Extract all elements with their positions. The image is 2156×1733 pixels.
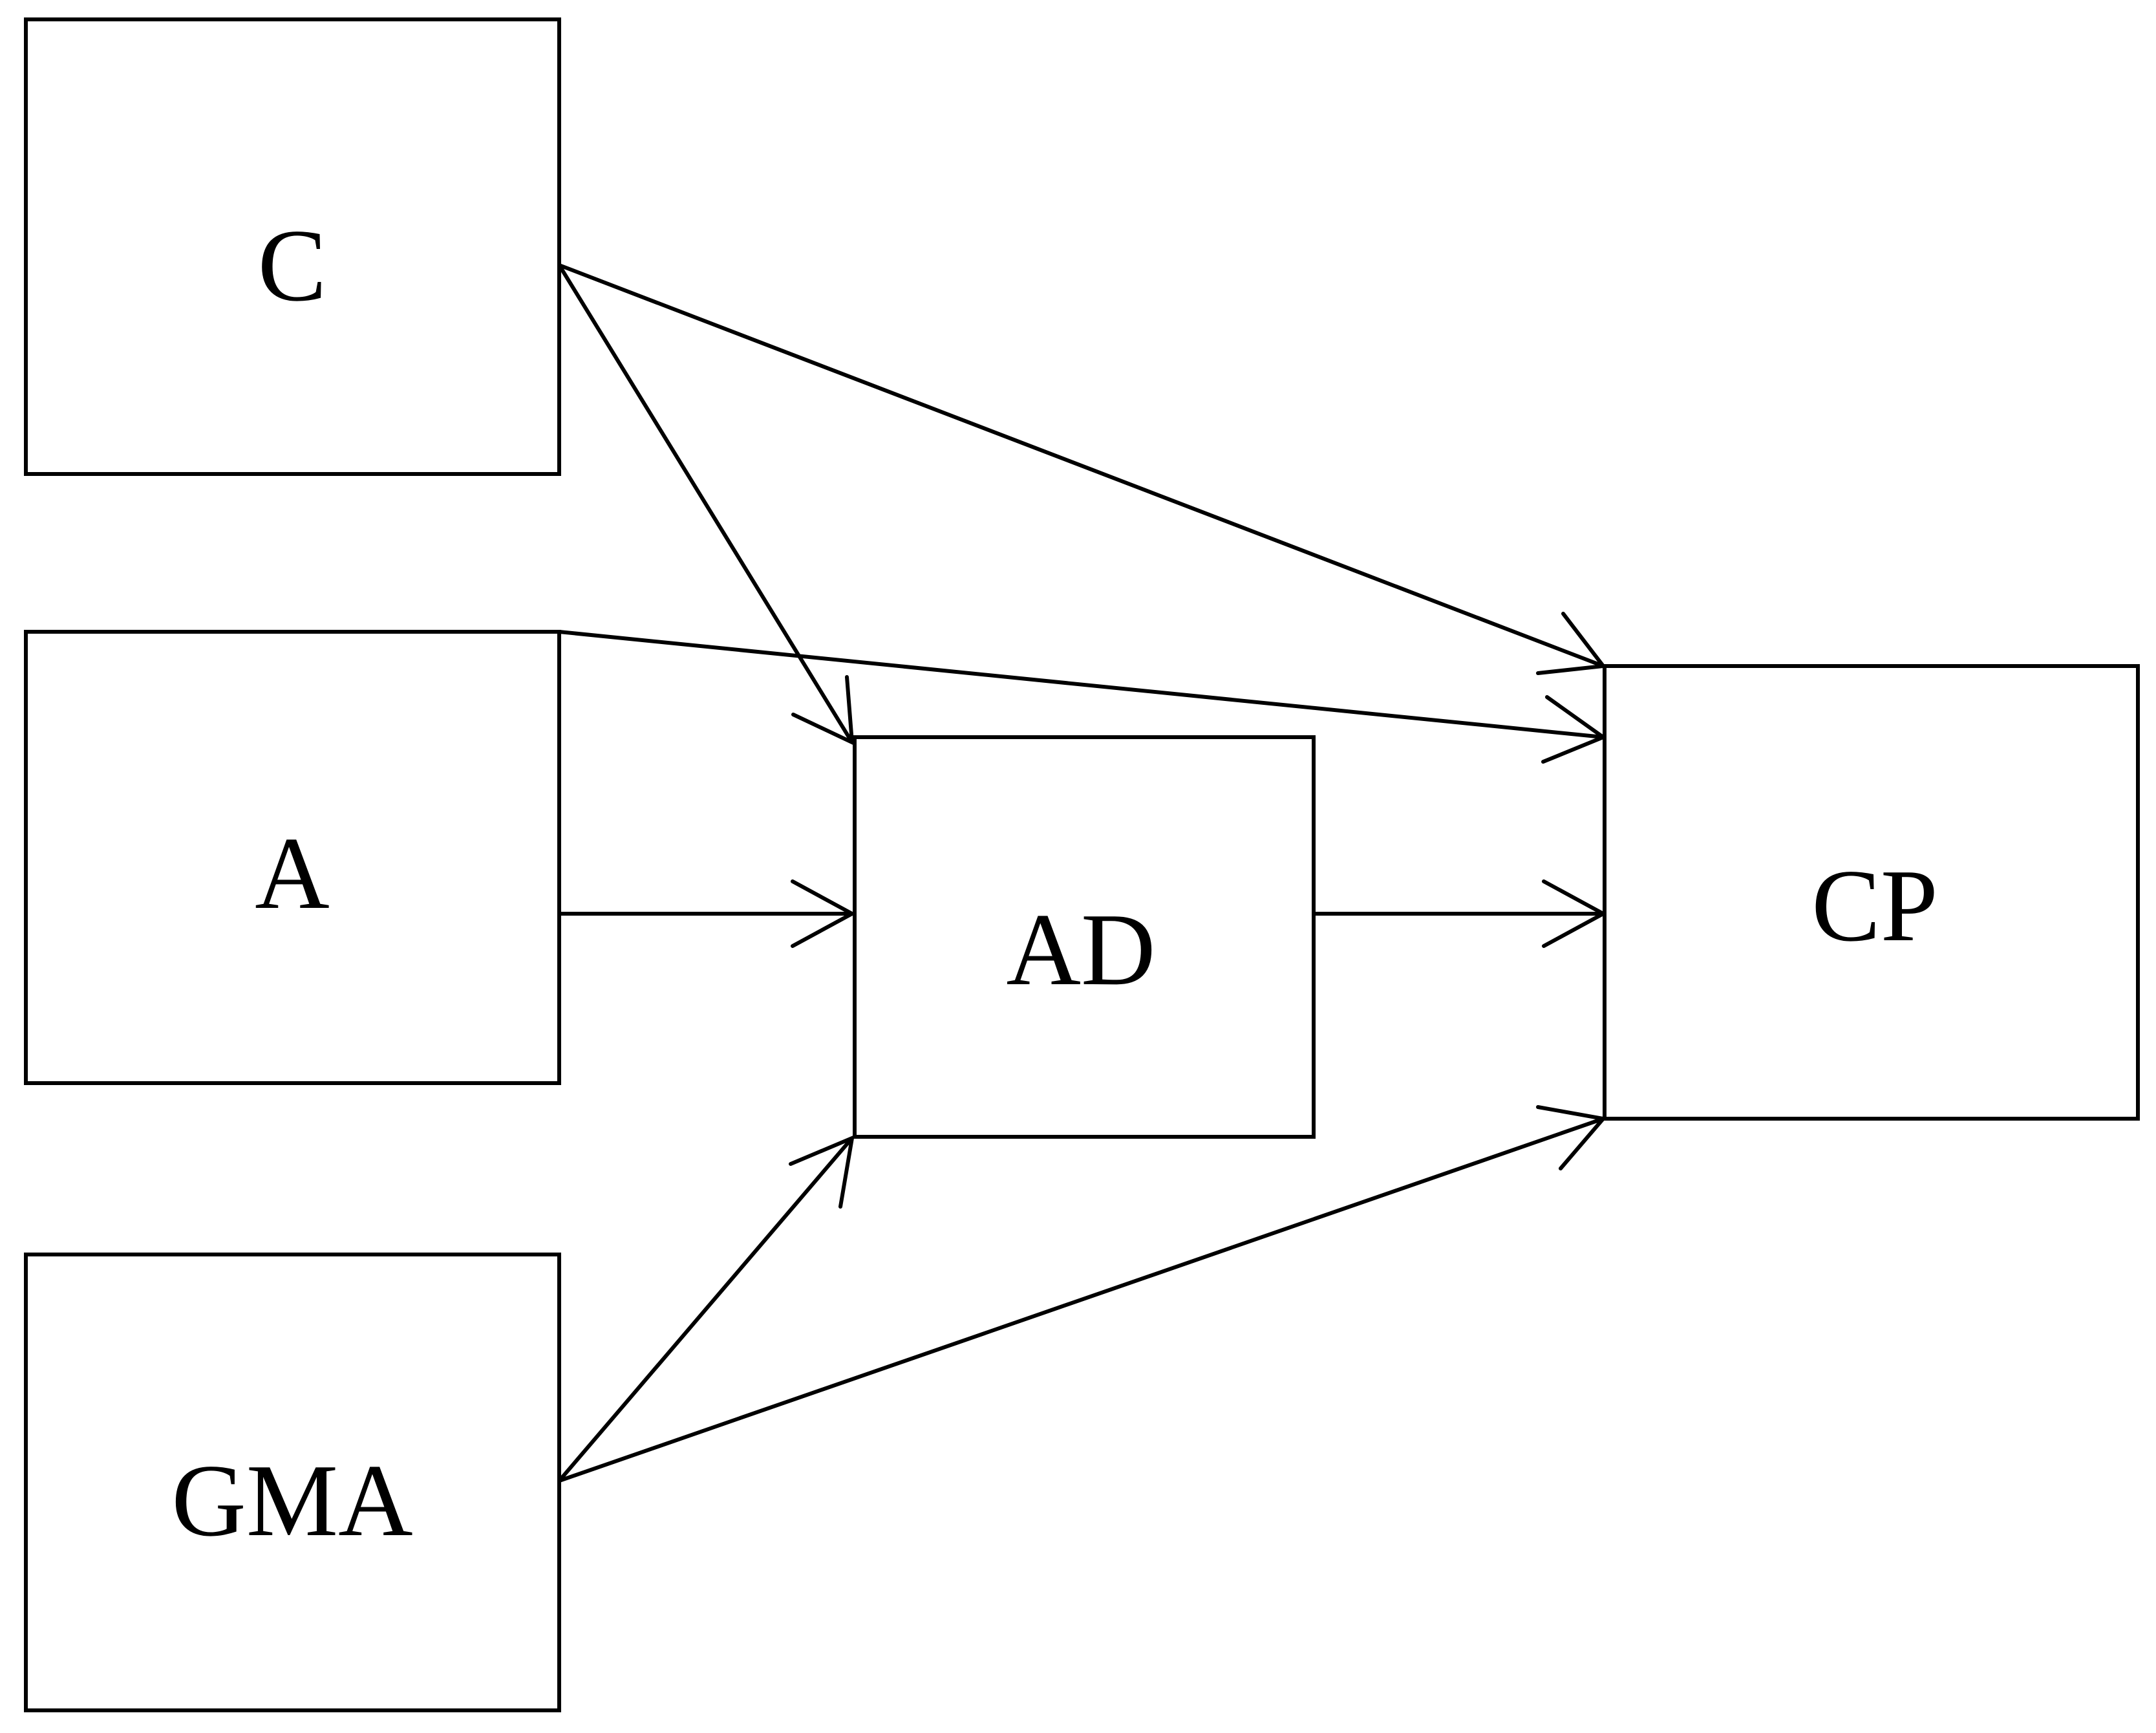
node-label: CP: [1811, 848, 1938, 963]
arrowhead-icon: [791, 675, 855, 746]
edge-a-to-ad: [559, 879, 857, 948]
arrowhead-icon: [789, 1135, 855, 1209]
node-box: [24, 17, 561, 476]
node-gma: GMA: [24, 1253, 561, 1712]
edge-gma-to-cp: [559, 1105, 1607, 1483]
node-box: [24, 1253, 561, 1712]
edge-line: [559, 630, 1604, 739]
node-a: A: [24, 630, 561, 1085]
nodes: C A GMA AD CP: [24, 17, 2140, 1712]
node-label: A: [255, 815, 330, 931]
node-box: [1603, 664, 2140, 1121]
edge-line: [559, 1117, 1604, 1483]
node-ad: AD: [853, 735, 1316, 1139]
node-cp: CP: [1603, 664, 2140, 1121]
edge-c-to-cp: [558, 263, 1607, 675]
node-label: GMA: [171, 1443, 412, 1558]
edge-gma-to-ad: [557, 1135, 855, 1482]
edge-c-to-ad: [557, 264, 855, 746]
edge-line: [557, 264, 854, 744]
node-label: AD: [1006, 892, 1155, 1007]
node-box: [24, 630, 561, 1085]
arrowhead-icon: [791, 879, 857, 948]
edge-line: [558, 263, 1605, 668]
edge-line: [557, 1137, 854, 1482]
edge-ad-to-cp: [1316, 879, 1608, 948]
node-box: [853, 735, 1316, 1139]
arrowhead-icon: [1541, 695, 1608, 764]
node-c: C: [24, 17, 561, 476]
node-label: C: [258, 208, 327, 323]
